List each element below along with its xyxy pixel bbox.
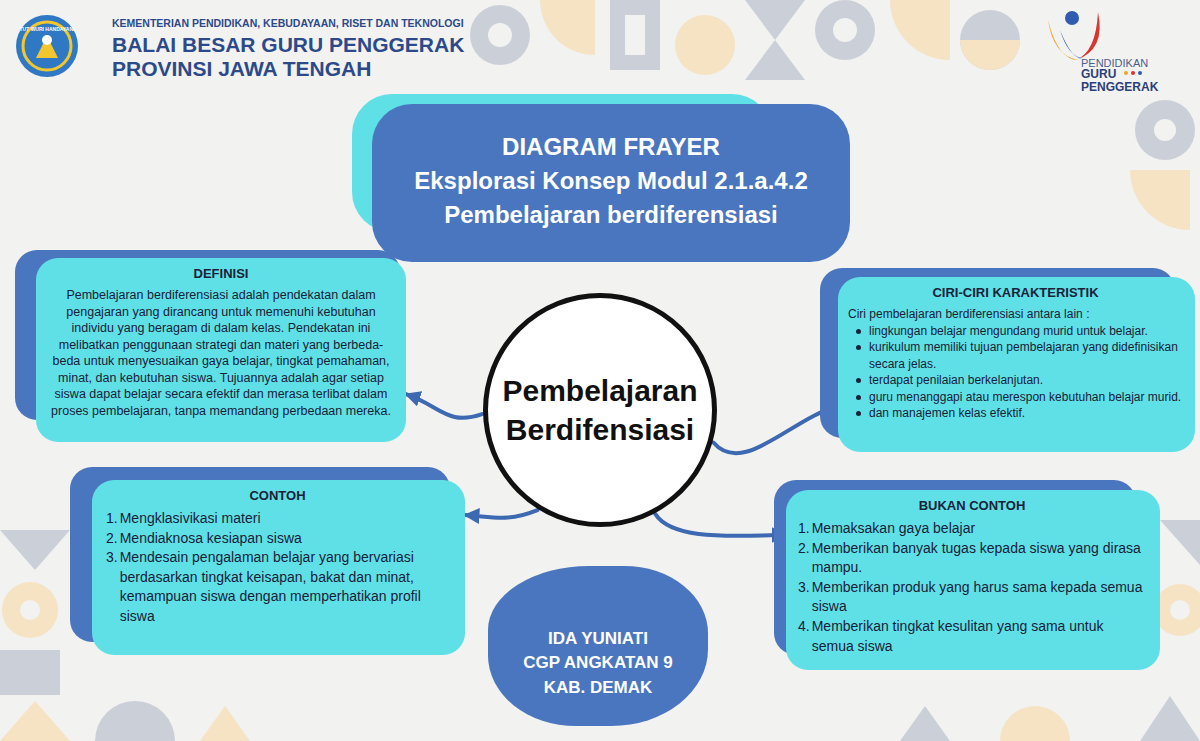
list-item: Memberikan produk yang harus sama kepada… [812,578,1146,617]
box-face [92,480,465,655]
box-line: DIAGRAM FRAYER [382,132,840,162]
box-content: CIRI-CIRI KARAKTERISTIK Ciri pembelajaran… [838,277,1195,452]
bullet-item: terdapat penilaian berkelanjutan. [848,372,1183,389]
characteristics-box: CIRI-CIRI KARAKTERISTIK Ciri pembelajaran… [838,277,1195,452]
logo-word: GURU [1081,68,1116,81]
bullet-text: guru menanggapi atau merespon kebutuhan … [869,389,1181,406]
bullet-dot [856,329,861,334]
non-example-box: BUKAN CONTOH 1.Memaksakan gaya belajar2.M… [786,490,1160,670]
list-item: Mengklasivikasi materi [120,509,449,529]
box-content: IDA YUNIATI CGP ANGKATAN 9 KAB. DEMAK [488,566,708,726]
box-face [483,293,717,527]
ministry-name: KEMENTERIAN PENDIDIKAN, KEBUDAYAAN, RISE… [112,18,464,30]
numbered-list: 1.Memaksakan gaya belajar2.Memberikan ba… [798,519,1146,656]
list-number: 3. [798,578,810,617]
box-content: DIAGRAM FRAYER Eksplorasi Konsep Modul 2.… [372,104,850,262]
list-number: 4. [798,617,810,656]
box-line: Pembelajaran berdiferensiasi [382,200,840,230]
bullet-text: kurikulum memiliki tujuan pembelajaran y… [869,339,1183,372]
bullet-dot [856,378,861,383]
title-box: DIAGRAM FRAYER Eksplorasi Konsep Modul 2.… [372,104,850,262]
box-heading: DEFINISI [50,266,392,281]
definition-box: DEFINISI Pembelajaran berdiferensiasi ada… [36,258,406,442]
box-content: CONTOH 1.Mengklasivikasi materi2.Mendiakn… [92,480,465,655]
bullet-item: dan manajemen kelas efektif. [848,405,1183,422]
list-number: 1. [798,519,810,539]
bullet-text: terdapat penilaian berkelanjutan. [869,372,1043,389]
list-item: Mendesain pengalaman belajar yang bervar… [120,548,449,626]
list-intro: Ciri pembelajaran berdiferensiasi antara… [848,306,1183,323]
ministry-logo [16,15,78,77]
box-line: IDA YUNIATI [496,628,700,649]
right-pattern [1130,100,1195,230]
curved-arrow [655,514,786,536]
bullet-text: dan manajemen kelas efektif. [869,405,1025,422]
example-box: CONTOH 1.Mengklasivikasi materi2.Mendiakn… [92,480,465,655]
numbered-list: 1.Mengklasivikasi materi2.Mendiaknosa ke… [106,509,449,627]
list-item: Memberikan banyak tugas kepada siswa yan… [812,539,1146,578]
box-line: CGP ANGKATAN 9 [496,652,700,673]
list-number: 2. [106,529,118,549]
box-heading: CIRI-CIRI KARAKTERISTIK [848,285,1183,300]
province-name: PROVINSI JAWA TENGAH [112,57,371,80]
curved-arrow [406,394,482,418]
box-line: KAB. DEMAK [496,677,700,698]
list-number: 1. [106,509,118,529]
box-body: Pembelajaran berdiferensiasi adalah pend… [50,287,392,419]
agency-name: BALAI BESAR GURU PENGGERAK [112,33,464,56]
list-item: Memaksakan gaya belajar [812,519,1146,539]
bullet-dot [856,395,861,400]
author-blob: IDA YUNIATI CGP ANGKATAN 9 KAB. DEMAK [488,566,708,726]
list-item: Memberikan tingkat kesulitan yang sama u… [812,617,1146,656]
curved-arrow [465,510,537,518]
box-heading: BUKAN CONTOH [798,498,1146,513]
box-content: Pembelajaran Berdifensiasi [483,293,717,527]
logo-motto: TUT WURI HANDAYANI [19,27,75,33]
list-number: 3. [106,548,118,626]
bullet-item: lingkungan belajar mengundang murid untu… [848,323,1183,340]
bullet-dot [856,345,861,350]
list-item: Mendiaknosa kesiapan siswa [120,529,449,549]
bullet-text: lingkungan belajar mengundang murid untu… [869,323,1148,340]
box-line: Eksplorasi Konsep Modul 2.1.a.4.2 [382,166,840,196]
bullet-item: kurikulum memiliki tujuan pembelajaran y… [848,339,1183,372]
box-content: BUKAN CONTOH 1.Memaksakan gaya belajar2.M… [786,490,1160,670]
bullet-item: guru menanggapi atau merespon kebutuhan … [848,389,1183,406]
box-content: DEFINISI Pembelajaran berdiferensiasi ada… [36,258,406,442]
list-number: 2. [798,539,810,578]
top-pattern [455,0,1055,92]
bullet-dot [856,411,861,416]
logo-word: PENGGERAK [1081,81,1158,94]
center-circle: Pembelajaran Berdifensiasi [483,293,717,527]
box-heading: CONTOH [106,488,449,503]
center-label: Pembelajaran Berdifensiasi [491,371,709,449]
